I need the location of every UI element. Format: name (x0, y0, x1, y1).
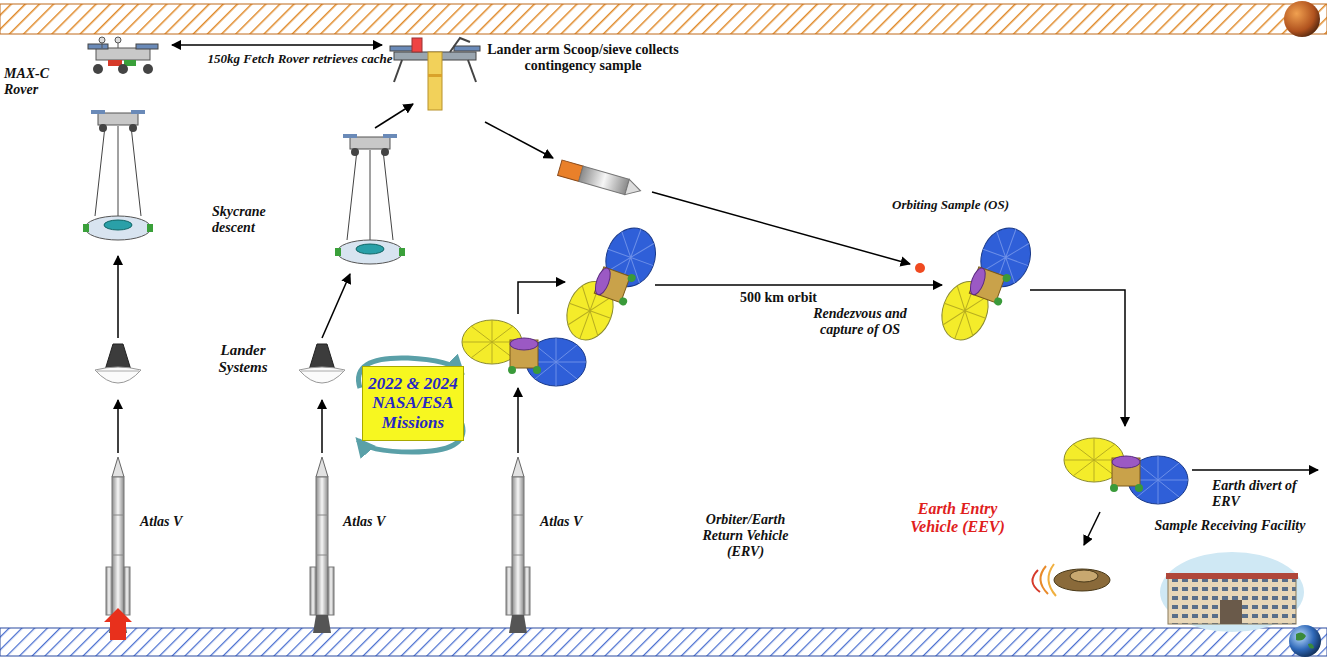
text-label: Lander arm Scoop/sieve collects continge… (478, 42, 688, 74)
text-label: Earth divert of ERV (1212, 478, 1322, 510)
text-label: Orbiter/Earth Return Vehicle (ERV) (688, 512, 803, 560)
text-label: Atlas V (540, 514, 582, 530)
text-label: 150kg Fetch Rover retrieves cache (200, 52, 400, 67)
text-label: Skycrane descent (212, 204, 307, 236)
text-label: Atlas V (343, 514, 385, 530)
text-label: Rendezvous and capture of OS (795, 306, 925, 338)
text-label: MAX-C Rover (4, 66, 74, 98)
text-label: Atlas V (140, 514, 182, 530)
mission-box: 2022 & 2024 NASA/ESA Missions (362, 366, 464, 441)
text-label: Sample Receiving Facility (1150, 518, 1310, 534)
text-label: Earth Entry Vehicle (EEV) (895, 500, 1020, 537)
text-label: 500 km orbit (740, 290, 817, 306)
box-text: 2022 & 2024 NASA/ESA Missions (363, 370, 463, 437)
text-label: Lander Systems (198, 342, 288, 377)
text-label: Orbiting Sample (OS) (892, 198, 1009, 213)
